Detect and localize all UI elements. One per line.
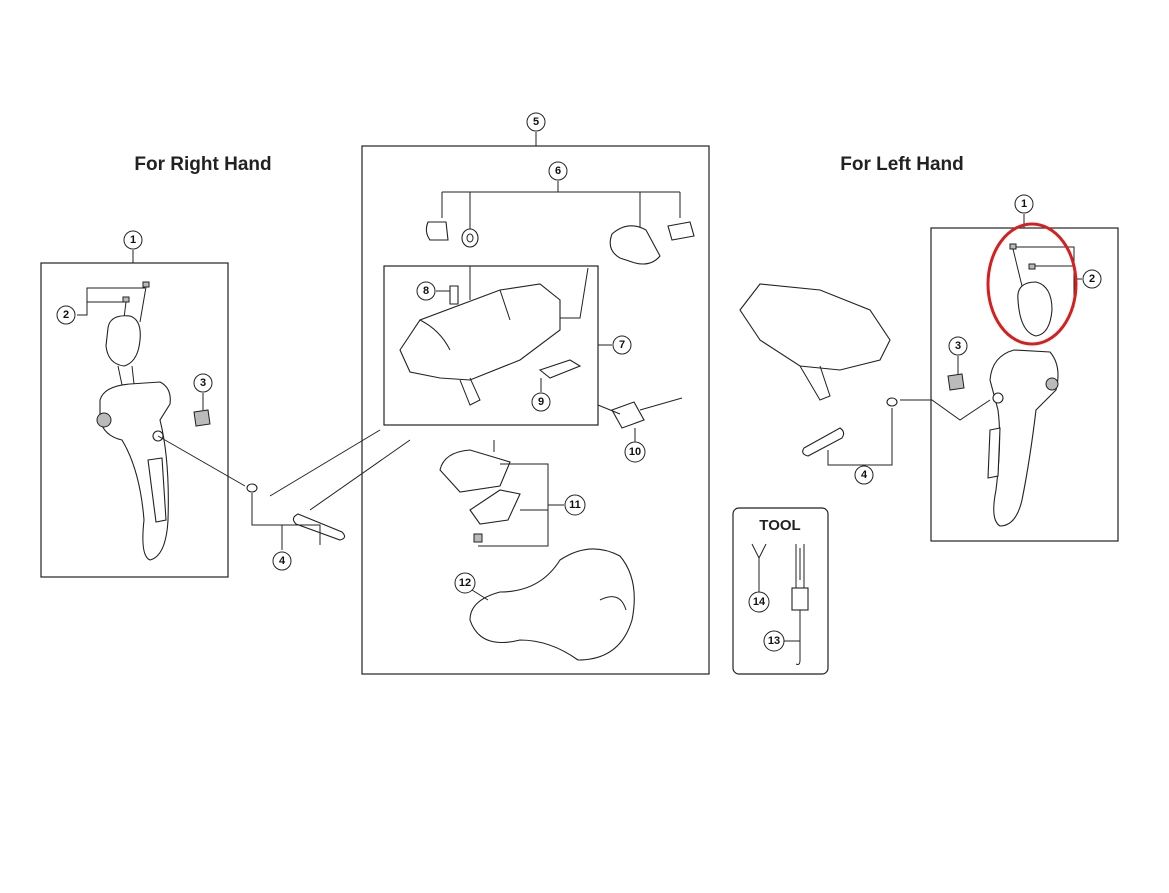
right-hand-box (40, 262, 229, 578)
callout-11: 11 (564, 494, 586, 516)
pin-set-right (246, 429, 411, 550)
svg-text:1: 1 (1021, 198, 1027, 210)
callout-10: 10 (624, 441, 646, 463)
callout-7: 7 (612, 335, 632, 355)
svg-text:5: 5 (533, 116, 539, 128)
screw-icon (1028, 263, 1036, 270)
callout-3-right: 3 (193, 373, 213, 393)
hood-part-12 (469, 548, 635, 661)
callout-4-right: 4 (272, 551, 292, 571)
bracket-body-part (399, 283, 561, 381)
svg-text:6: 6 (555, 165, 561, 177)
svg-text:9: 9 (538, 396, 544, 408)
highlight-circle (986, 222, 1078, 346)
svg-text:14: 14 (753, 596, 766, 608)
bracket-cover-part (105, 315, 141, 367)
callout-1-left: 1 (1014, 194, 1034, 214)
svg-text:3: 3 (200, 377, 206, 389)
clamp-band-part (609, 225, 661, 265)
title-right-hand: For Right Hand (134, 154, 271, 175)
callout-1-right: 1 (123, 230, 143, 250)
svg-text:8: 8 (423, 285, 429, 297)
left-part-3 (947, 373, 965, 391)
svg-text:4: 4 (861, 469, 868, 481)
tool-title: TOOL (759, 517, 800, 534)
center-assembly (361, 132, 710, 675)
callout-2-right: 2 (56, 305, 76, 325)
callout-3-left: 3 (948, 336, 968, 356)
svg-text:10: 10 (629, 446, 641, 458)
svg-text:13: 13 (768, 635, 780, 647)
part-11-lower (469, 489, 521, 525)
callout-5: 5 (526, 112, 546, 132)
tool-13-shaft (795, 544, 805, 588)
spring-part (449, 285, 459, 305)
callout-8: 8 (416, 281, 436, 301)
title-left-hand: For Left Hand (840, 154, 964, 175)
tool-14-fork (751, 543, 767, 592)
right-hand-assembly (40, 250, 246, 578)
svg-text:4: 4 (279, 555, 286, 567)
left-hand-assembly (930, 214, 1119, 542)
svg-text:2: 2 (63, 309, 69, 321)
left-shift-lever-part (989, 349, 1059, 527)
svg-text:7: 7 (619, 339, 625, 351)
svg-text:2: 2 (1089, 273, 1095, 285)
tool-box-frame (732, 507, 829, 675)
part-3 (193, 409, 211, 427)
part-10 (611, 401, 645, 429)
part-11-upper (439, 449, 511, 493)
screw-icon (1009, 243, 1023, 287)
callout-6: 6 (548, 161, 568, 181)
tool-box: TOOL (732, 507, 829, 675)
screw-icon (122, 296, 130, 319)
left-bracket-assembly (739, 283, 991, 466)
callout-14: 14 (748, 591, 770, 613)
svg-text:12: 12 (459, 577, 471, 589)
part-9 (538, 359, 582, 379)
callout-9: 9 (531, 392, 551, 412)
clamp-bolt-part (425, 221, 449, 241)
svg-text:11: 11 (569, 499, 581, 511)
svg-text:3: 3 (955, 340, 961, 352)
left-bracket-cover-part (1017, 281, 1053, 337)
left-bracket-body-part (739, 283, 891, 371)
shift-lever-part (99, 381, 171, 561)
callout-4-left: 4 (854, 465, 874, 485)
screw-icon (139, 281, 150, 323)
callout-13: 13 (763, 630, 785, 652)
callout-12: 12 (454, 572, 476, 594)
svg-text:1: 1 (130, 234, 136, 246)
callout-2-left: 2 (1082, 269, 1102, 289)
